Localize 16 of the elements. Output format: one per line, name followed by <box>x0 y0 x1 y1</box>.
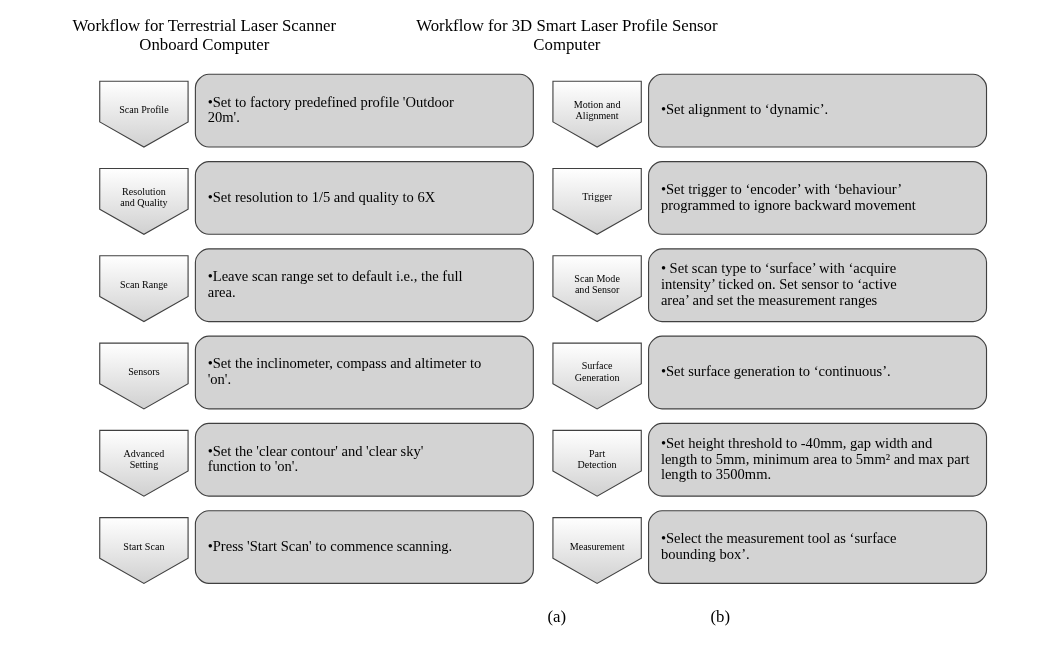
node-box: •Leave scan range set to default i.e., the full area. <box>194 248 534 323</box>
node-box: •Press 'Start Scan' to commence scanning. <box>194 510 534 584</box>
label: Workflow for 3D Smart Laser Profile Sensor Computer <box>416 15 718 54</box>
label: Workflow for Terrestrial Laser Scanner Onboard Computer <box>72 15 337 54</box>
node-box: •Set the 'clear contour' and 'clear sky' function to 'on'. <box>194 422 534 497</box>
node-box: •Set trigger to ‘encoder’ with ‘behaviour’ programmed to ignore backward movement <box>648 161 988 235</box>
node-box: •Set resolution to 1/5 and quality to 6X <box>194 161 534 235</box>
node-box: •Set the inclinometer, compass and altimeter to 'on'. <box>194 335 534 410</box>
node-box: •Set alignment to ‘dynamic’. <box>648 73 988 148</box>
node-box: •Set surface generation to ‘continuous’. <box>648 335 988 410</box>
label: (b) <box>710 607 730 627</box>
label: (a) <box>547 607 567 627</box>
node-box: •Set height threshold to -40mm, gap width and length to 5mm, minimum area to 5mm² and max part length to 3500mm. <box>648 422 988 497</box>
node-box: •Select the measurement tool as ‘surface bounding box’. <box>648 510 988 584</box>
node-box: • Set scan type to ‘surface’ with ‘acquire intensity’ ticked on. Set sensor to ‘active area’ and set the measurement ranges <box>648 248 988 323</box>
node-box: •Set to factory predefined profile 'Outdoor 20m'. <box>194 73 534 148</box>
